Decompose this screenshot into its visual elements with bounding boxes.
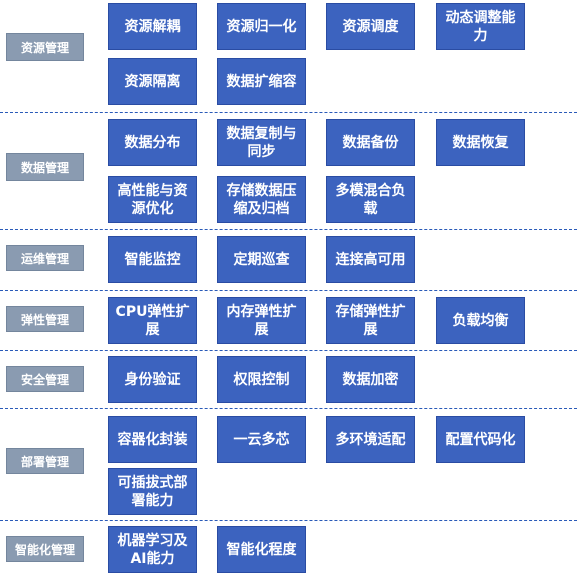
item-periodic-inspection: 定期巡查 <box>217 236 306 283</box>
item-data-backup: 数据备份 <box>326 119 415 166</box>
section-divider <box>0 290 577 291</box>
item-data-distribution: 数据分布 <box>108 119 197 166</box>
item-one-cloud-multi-chip: 一云多芯 <box>217 416 306 463</box>
item-permission-control: 权限控制 <box>217 356 306 403</box>
item-data-replication: 数据复制与同步 <box>217 119 306 166</box>
category-security-management: 安全管理 <box>6 366 84 392</box>
section-divider <box>0 408 577 409</box>
item-data-scaling: 数据扩缩容 <box>217 58 306 105</box>
item-performance-optimization: 高性能与资源优化 <box>108 176 197 223</box>
item-data-encryption: 数据加密 <box>326 356 415 403</box>
section-divider <box>0 350 577 351</box>
category-deployment-management: 部署管理 <box>6 448 84 474</box>
item-hybrid-workload: 多模混合负载 <box>326 176 415 223</box>
item-smart-monitoring: 智能监控 <box>108 236 197 283</box>
item-config-as-code: 配置代码化 <box>436 416 525 463</box>
item-resource-isolation: 资源隔离 <box>108 58 197 105</box>
item-containerization: 容器化封装 <box>108 416 197 463</box>
item-multi-env-adaptation: 多环境适配 <box>326 416 415 463</box>
category-data-management: 数据管理 <box>6 153 84 181</box>
category-ops-management: 运维管理 <box>6 245 84 271</box>
item-memory-elastic: 内存弹性扩展 <box>217 297 306 344</box>
section-divider <box>0 229 577 230</box>
category-elasticity-management: 弹性管理 <box>6 306 84 332</box>
item-storage-elastic: 存储弹性扩展 <box>326 297 415 344</box>
item-intelligence-level: 智能化程度 <box>217 526 306 573</box>
item-cpu-elastic: CPU弹性扩展 <box>108 297 197 344</box>
item-pluggable-deployment: 可插拔式部署能力 <box>108 468 197 515</box>
category-intelligence-management: 智能化管理 <box>6 536 84 562</box>
item-resource-scheduling: 资源调度 <box>326 3 415 50</box>
item-resource-normalization: 资源归一化 <box>217 3 306 50</box>
item-ml-ai: 机器学习及AI能力 <box>108 526 197 573</box>
item-resource-decoupling: 资源解耦 <box>108 3 197 50</box>
item-identity-verification: 身份验证 <box>108 356 197 403</box>
item-connection-ha: 连接高可用 <box>326 236 415 283</box>
item-storage-compression: 存储数据压缩及归档 <box>217 176 306 223</box>
item-data-recovery: 数据恢复 <box>436 119 525 166</box>
section-divider <box>0 520 577 521</box>
item-load-balancing: 负载均衡 <box>436 297 525 344</box>
category-resource-management: 资源管理 <box>6 33 84 61</box>
section-divider <box>0 112 577 113</box>
item-dynamic-adjustment: 动态调整能力 <box>436 3 525 50</box>
